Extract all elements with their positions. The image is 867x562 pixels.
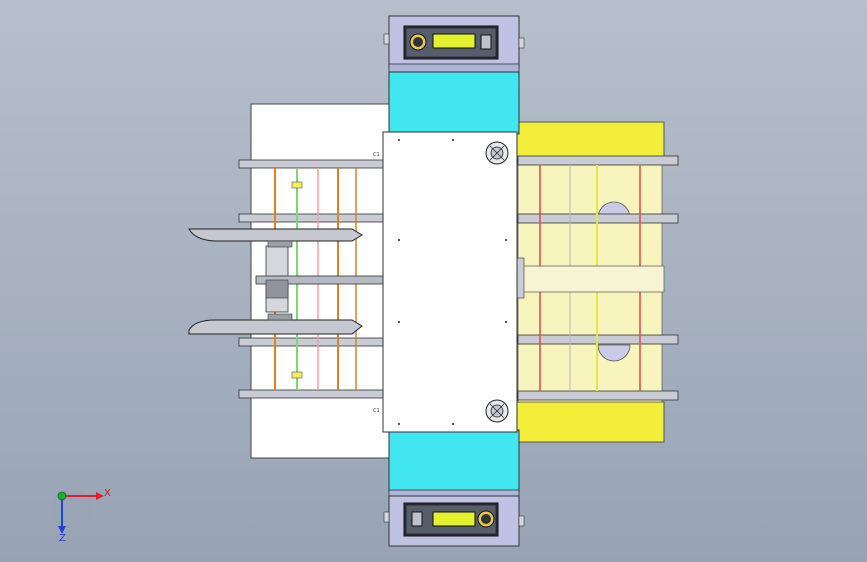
paddle-upper[interactable] — [188, 228, 363, 242]
top-frame-bolt-left — [383, 33, 390, 45]
left-rail-2 — [238, 213, 386, 223]
control-button-top[interactable] — [480, 34, 492, 50]
left-rail-1 — [238, 159, 386, 169]
cutout-lower — [597, 344, 631, 362]
paddle-upper-mount — [267, 240, 293, 248]
paddle-lower-mount — [267, 313, 293, 321]
right-tray-details[interactable] — [515, 155, 679, 401]
yellow-tray-lower — [517, 289, 663, 403]
right-rail-1 — [517, 155, 679, 166]
yellow-panel-top — [515, 121, 665, 161]
left-tray-assembly[interactable]: C1 C1 — [238, 152, 389, 414]
control-button-bottom[interactable] — [411, 511, 423, 527]
z-axis-label: Z — [59, 533, 66, 544]
x-axis-arrow-icon — [96, 492, 104, 500]
triad-origin-shadow — [52, 488, 92, 528]
cyan-panel-bottom — [388, 429, 520, 493]
yellow-panel-bottom — [515, 401, 665, 443]
left-hinge-block — [265, 279, 289, 299]
right-mid-plate — [517, 265, 665, 293]
z-axis-arrow-icon — [58, 526, 66, 534]
left-paddles[interactable] — [188, 228, 363, 335]
bottom-frame-bolt-right — [518, 515, 525, 527]
annotation-mark-bottom: C1 — [373, 408, 380, 414]
coordinate-triad: X Z — [52, 488, 111, 544]
left-rail-3 — [238, 337, 386, 347]
bottom-frame-bolt-left — [383, 511, 390, 523]
lcd-display-top — [432, 33, 476, 49]
control-panel-bottom[interactable] — [403, 502, 499, 537]
cover-screws — [398, 139, 507, 425]
cyan-panel-top — [388, 71, 520, 135]
left-rail-4 — [238, 389, 386, 399]
left-rod-cap-2 — [291, 371, 303, 379]
white-cover-plate[interactable] — [382, 131, 518, 433]
lcd-display-bottom — [432, 511, 476, 527]
fitting-upper[interactable] — [485, 141, 509, 165]
annotation-mark-top: C1 — [373, 152, 380, 158]
paddle-lower[interactable] — [188, 319, 363, 335]
right-rail-4 — [517, 390, 679, 401]
central-column[interactable] — [382, 15, 525, 547]
top-frame-bolt-right — [518, 37, 525, 49]
control-panel-top[interactable] — [403, 25, 499, 60]
top-frame-strip — [388, 63, 520, 73]
fitting-lower[interactable] — [485, 399, 509, 423]
y-axis-dot-icon — [57, 491, 67, 501]
left-rod-cap-1 — [291, 181, 303, 189]
x-axis-label: X — [104, 488, 111, 499]
